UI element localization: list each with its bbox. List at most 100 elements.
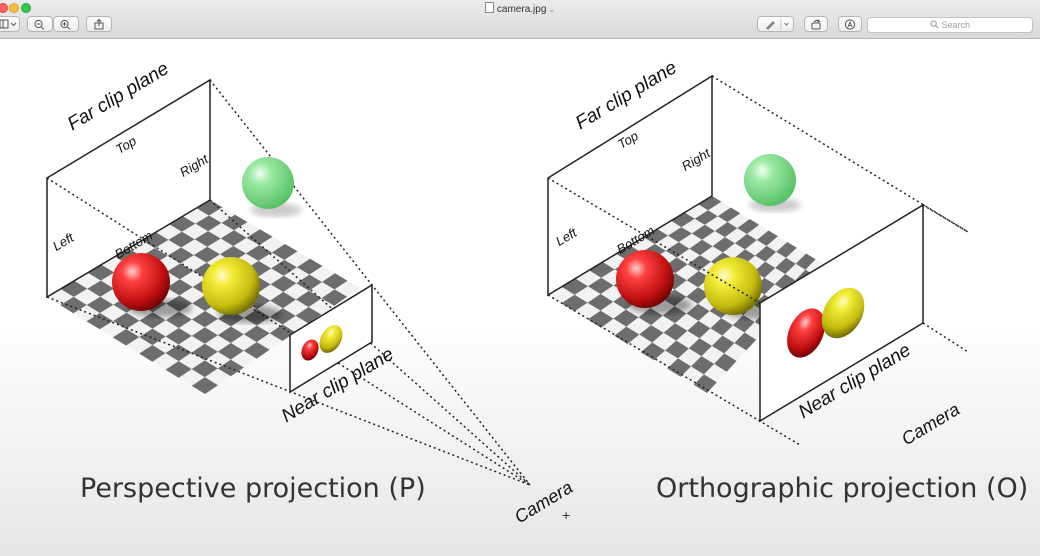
document-icon [484, 2, 494, 13]
checkerboard-tile [613, 309, 639, 327]
checkerboard-tile [693, 374, 717, 393]
perspective-caption: Perspective projection (P) [80, 473, 426, 504]
zoom-out-button[interactable] [27, 16, 53, 32]
checkerboard-tile [755, 245, 777, 262]
window-title-text: camera.jpg [496, 4, 547, 15]
checkerboard-tile [295, 290, 322, 307]
zoom-in-button[interactable] [53, 16, 79, 32]
checkerboard-tile [296, 274, 322, 291]
checkerboard-tile [165, 344, 192, 362]
projection-illustration [46, 74, 969, 486]
checkerboard-tile [269, 324, 296, 341]
perspective-frustum-lines [46, 79, 531, 486]
markup-toolbar-button[interactable] [757, 16, 794, 32]
checkerboard-tile [712, 237, 735, 253]
rotate-icon [811, 19, 821, 30]
checkerboard-tile [714, 222, 738, 238]
checkerboard-tile [717, 207, 741, 223]
checkerboard-tile [640, 342, 666, 361]
ortho-red-sphere [616, 250, 674, 308]
checkerboard-tile [795, 253, 816, 270]
checkerboard-tile [217, 326, 244, 343]
checkerboard-tile [112, 329, 140, 346]
annotate-button[interactable] [838, 16, 862, 32]
checkerboard-tile [191, 360, 218, 378]
checkerboard-tile [614, 326, 640, 344]
checkerboard-tile [270, 291, 296, 309]
checkerboard-tile [271, 244, 298, 260]
zoom-in-icon [60, 19, 71, 30]
zoom-out-icon [34, 19, 45, 30]
checkerboard-tile [668, 227, 692, 243]
maximize-window-button[interactable] [21, 3, 31, 13]
orthographic-diagram [547, 74, 969, 446]
checkerboard-tile [734, 234, 757, 250]
checkerboard-tile [193, 246, 220, 263]
checkerboard-tile [194, 231, 221, 247]
checkerboard-tile [589, 262, 615, 278]
checkerboard-tile [665, 340, 689, 359]
rotate-button[interactable] [804, 16, 828, 32]
checkerboard-tile [321, 289, 348, 306]
near-plane-red-sphere [301, 339, 319, 361]
perspective-diagram [46, 78, 531, 486]
sidebar-view-button[interactable] [0, 16, 20, 32]
checkerboard-tile [665, 242, 690, 258]
checkerboard-tile [139, 328, 166, 346]
checkerboard-tile [196, 200, 223, 216]
window-title: camera.jpg⌄ [0, 2, 1040, 16]
checkerboard-tile [87, 264, 115, 281]
orthographic-parallel-lines [547, 75, 969, 446]
checkerboard-tile [616, 245, 642, 261]
checkerboard-tile [689, 239, 713, 256]
checkerboard-tile [86, 296, 114, 313]
checkerboard-tile [710, 318, 733, 336]
checkerboard-tile [688, 338, 712, 357]
checkerboard-tile [711, 335, 735, 354]
search-icon [930, 19, 939, 33]
search-input[interactable]: Search [867, 17, 1033, 33]
image-canvas: Far clip plane Top Right Left Bottom Nea… [0, 39, 1040, 556]
checkerboard-tile [691, 224, 715, 240]
share-icon [94, 19, 104, 30]
checkerboard-tile [587, 294, 614, 311]
checkerboard-tile [169, 216, 196, 232]
checkerboard-tile [587, 277, 614, 294]
ortho-near-red-sphere [787, 308, 825, 358]
minimize-window-button[interactable] [9, 3, 19, 13]
checkerboard-tile [691, 356, 715, 375]
checkerboard-tile [191, 343, 218, 361]
close-window-button[interactable] [0, 3, 8, 13]
checkerboard-tile [165, 328, 192, 345]
checkerboard-tile [165, 311, 192, 328]
checkerboard-tile [322, 273, 348, 290]
checkerboard-tile [775, 257, 796, 274]
checkerboard-tile [221, 214, 248, 231]
checkerboard-tile [587, 310, 614, 328]
checkerboard-tile [667, 358, 691, 377]
checkerboard-tile [737, 219, 760, 234]
checkerboard-tile [686, 287, 710, 304]
checkerboard-tile [191, 327, 218, 344]
checkerboard-tile [561, 278, 588, 295]
checkerboard-tile [663, 323, 688, 341]
checkerboard-tile [139, 345, 166, 362]
checkerboard-tile [687, 255, 711, 271]
checkerboard-tile [671, 212, 695, 228]
chevron-down-icon[interactable]: ⌄ [548, 5, 556, 14]
checkerboard-tile [60, 296, 87, 314]
checkerboard-tile [687, 320, 711, 339]
checkerboard-tile [86, 313, 113, 330]
search-placeholder: Search [941, 20, 971, 30]
checkerboard-tile [270, 275, 297, 292]
checkerboard-tile [166, 279, 193, 296]
checkerboard-tile [734, 332, 757, 351]
checkerboard-tile [165, 361, 192, 378]
ortho-yellow-sphere [704, 257, 762, 315]
ortho-green-sphere [744, 154, 796, 206]
sidebar-icon [0, 19, 17, 29]
checkerboard-tile [246, 229, 273, 246]
checkerboard-tile [269, 308, 296, 325]
share-button[interactable] [86, 16, 112, 32]
